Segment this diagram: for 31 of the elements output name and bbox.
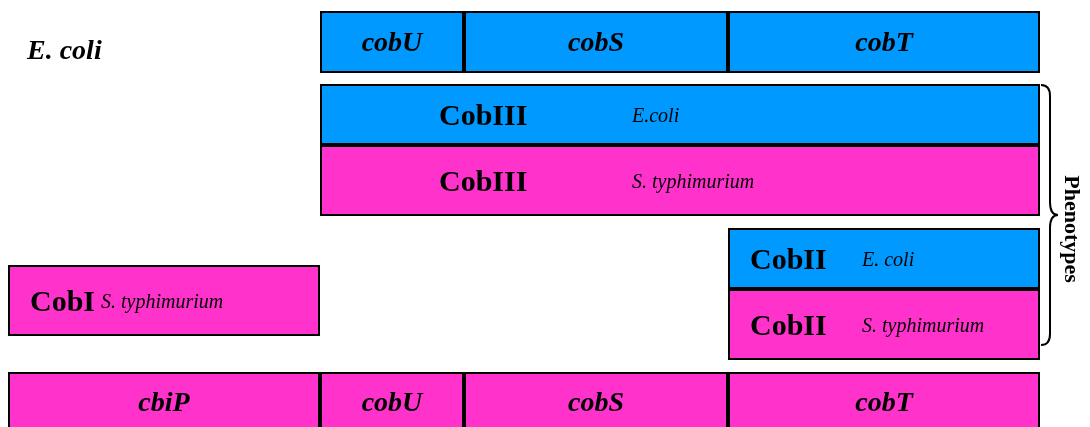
gene-box [320,11,464,73]
gene-name: cobS [568,388,624,416]
gene-name: cobU [361,388,423,416]
phenotype-box [8,265,320,336]
bracket-label: Phenotypes [1061,175,1083,283]
phenotype-box [728,228,1040,289]
gene-name: cbiP [138,388,190,416]
gene-box [464,11,728,73]
phenotype-box [728,289,1040,360]
gene-box [728,372,1040,427]
gene-name: cobT [855,28,913,56]
phenotype-name: CobIII [439,165,528,196]
species-name: E. coli [862,248,915,269]
phenotype-name: CobII [750,243,827,274]
gene-name: cobT [855,388,913,416]
phenotype-name: CobI [30,285,96,316]
gene-box [8,372,320,427]
gene-name: cobU [361,28,423,56]
species-name: S. typhimurium [101,290,224,311]
organism-label: E. coli [27,36,102,64]
phenotype-box [320,84,1040,145]
gene-box [464,372,728,427]
species-name: S. typhimurium [632,170,755,191]
phenotype-box [320,145,1040,216]
phenotype-name: CobII [750,309,827,340]
species-name: S. typhimurium [862,314,985,335]
gene-box [320,372,464,427]
phenotype-name: CobIII [439,99,528,130]
gene-box [728,11,1040,73]
gene-name: cobS [568,28,624,56]
species-name: E.coli [632,104,680,125]
